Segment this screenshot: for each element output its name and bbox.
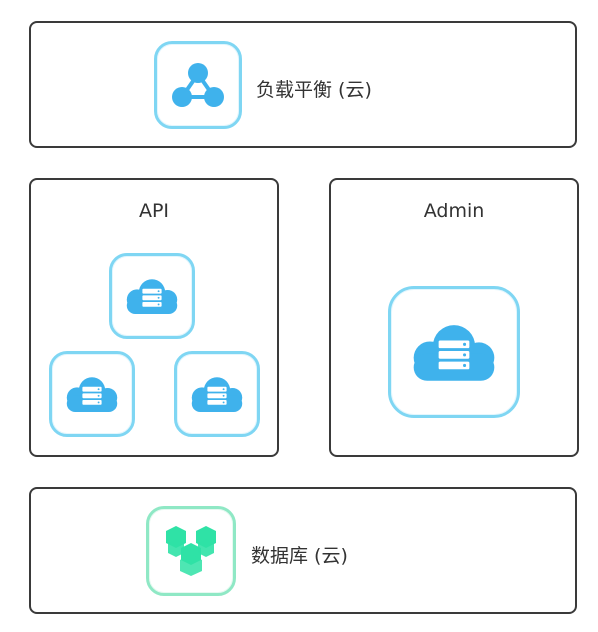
database-tile xyxy=(146,506,236,596)
admin-group-box: Admin xyxy=(329,178,579,457)
admin-group-title: Admin xyxy=(423,200,485,222)
cloud-server-icon xyxy=(122,274,182,318)
cloud-server-icon xyxy=(62,372,122,416)
database-cluster-icon xyxy=(166,526,216,576)
api-server-tile xyxy=(109,253,195,339)
api-server-tile xyxy=(174,351,260,437)
cloud-server-icon xyxy=(187,372,247,416)
database-label: 数据库 (云) xyxy=(251,545,348,567)
load-balancer-icon xyxy=(172,63,224,107)
database-box: 数据库 (云) xyxy=(29,487,577,614)
api-group-title: API xyxy=(138,200,170,222)
api-group-box: API xyxy=(29,178,279,457)
api-server-tile xyxy=(49,351,135,437)
cloud-server-icon xyxy=(406,317,502,387)
admin-server-tile xyxy=(388,286,520,418)
load-balancer-label: 负载平衡 (云) xyxy=(256,79,372,101)
load-balancer-tile xyxy=(154,41,242,129)
load-balancer-box: 负载平衡 (云) xyxy=(29,21,577,148)
